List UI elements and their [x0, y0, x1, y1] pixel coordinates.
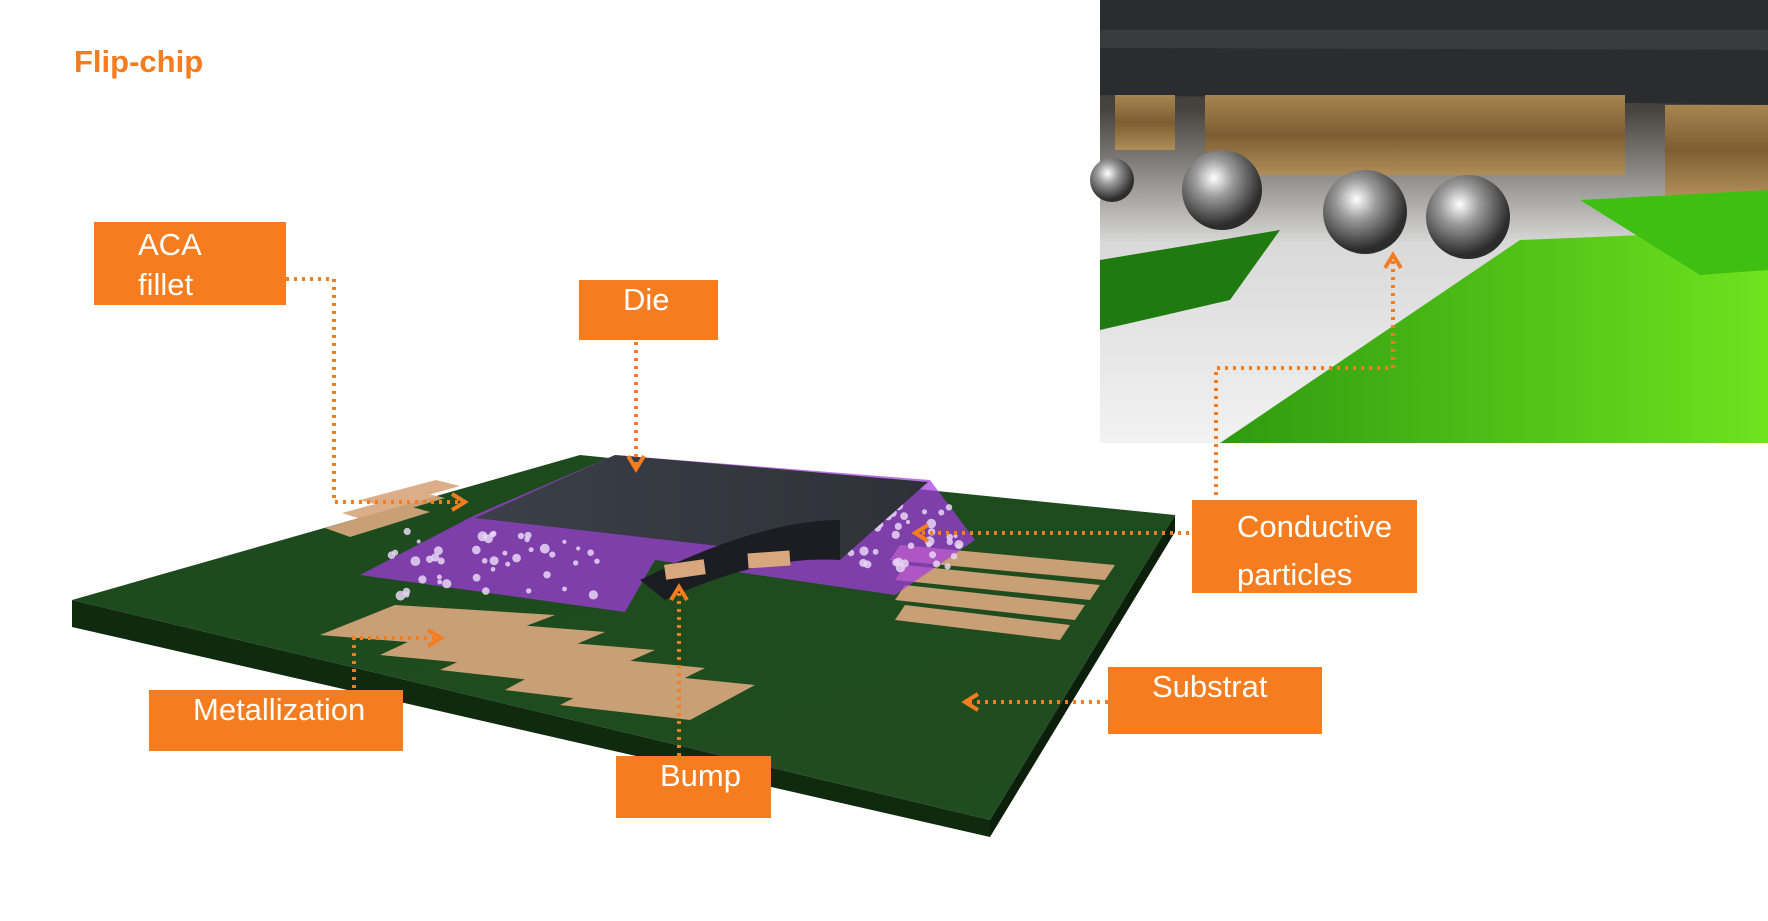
label-die: Die: [579, 280, 718, 340]
label-metallization: Metallization: [149, 690, 403, 751]
label-die-text: Die: [623, 282, 670, 317]
label-aca-fillet: ACA fillet: [94, 222, 286, 305]
label-conductive-particles-line1: Conductive: [1237, 509, 1393, 544]
label-bump-text: Bump: [660, 758, 741, 793]
label-substrat-text: Substrat: [1152, 669, 1268, 704]
label-conductive-particles-line2: particles: [1237, 557, 1353, 593]
arrow-heads: [426, 251, 1403, 712]
die: [475, 455, 928, 600]
label-conductive-particles: Conductive particles: [1192, 500, 1417, 593]
page-title: Flip-chip: [74, 44, 204, 79]
label-metallization-text: Metallization: [193, 692, 366, 727]
connector-arrows: [286, 258, 1395, 756]
label-substrat: Substrat: [1108, 667, 1322, 734]
label-aca-fillet-line1: ACA: [138, 227, 202, 262]
label-bump: Bump: [616, 756, 771, 818]
inset-closeup: [1090, 0, 1768, 443]
label-aca-fillet-line2: fillet: [138, 267, 194, 303]
